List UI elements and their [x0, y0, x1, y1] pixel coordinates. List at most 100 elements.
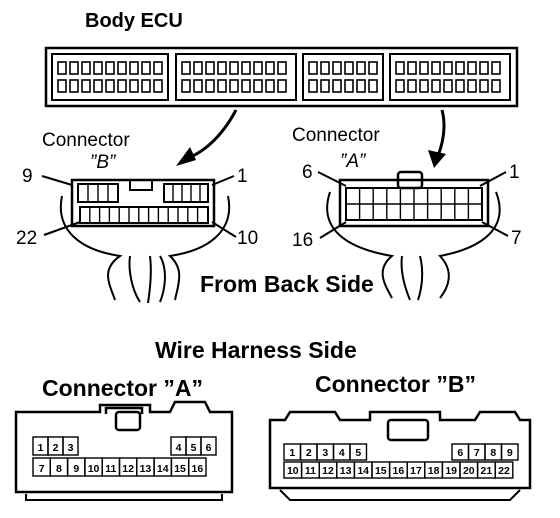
ecu-connector-a: Connector ”A” 6 1 16 7: [292, 125, 522, 301]
ecu-slot: [467, 79, 477, 93]
ecu-slot: [241, 79, 251, 93]
ecu-slot: [455, 61, 465, 75]
ecu-slot: [265, 61, 275, 75]
pin-label-9: 9: [22, 166, 33, 187]
ecu-slot: [193, 79, 203, 93]
connector-a-label: Connector: [292, 125, 380, 146]
ecu-slot: [431, 79, 441, 93]
pin-number: 11: [105, 463, 116, 475]
ecu-slot: [229, 61, 239, 75]
pin-number: 1: [38, 442, 44, 454]
pin-number: 18: [428, 465, 440, 477]
ecu-slot: [407, 79, 417, 93]
pin-cell: [349, 443, 368, 461]
ecu-slot: [217, 61, 227, 75]
pin-number: 21: [481, 465, 493, 477]
ecu-slot: [241, 61, 251, 75]
pin-cell: [500, 443, 519, 461]
pin-cell: [494, 461, 514, 479]
ecu-slot: [455, 79, 465, 93]
ecu-slot: [141, 79, 151, 93]
harness-title: Wire Harness Side: [155, 337, 357, 363]
body-ecu-unit: [44, 46, 519, 108]
pin-number: 2: [306, 447, 312, 459]
pin-number: 8: [490, 447, 496, 459]
pin-number: 17: [410, 465, 422, 477]
ecu-slot: [81, 79, 91, 93]
pin-number: 13: [340, 465, 352, 477]
pin-number: 9: [507, 447, 513, 459]
pin-number: 13: [140, 463, 152, 475]
pin-number: 1: [289, 447, 295, 459]
ecu-slot: [69, 79, 79, 93]
from-back-side-note: From Back Side: [200, 271, 374, 297]
pin-number: 7: [474, 447, 480, 459]
ecu-slot: [491, 79, 501, 93]
pin-label-16: 16: [292, 230, 313, 251]
pin-label-10: 10: [237, 228, 258, 249]
harness-b-label: Connector ”B”: [315, 371, 476, 397]
pin-number: 16: [192, 463, 204, 475]
ecu-slot: [395, 79, 405, 93]
pin-number: 4: [339, 447, 345, 459]
arrow-to-connector-b: [176, 109, 238, 166]
ecu-slot: [57, 79, 67, 93]
ecu-slot: [479, 61, 489, 75]
pin-label-1-a: 1: [509, 162, 520, 183]
ecu-slot: [332, 79, 342, 93]
ecu-slot: [419, 61, 429, 75]
pin-number: 19: [445, 465, 457, 477]
ecu-slot: [153, 61, 163, 75]
ecu-slot: [229, 79, 239, 93]
pin-number: 6: [457, 447, 463, 459]
ecu-slot: [320, 79, 330, 93]
pin-number: 14: [357, 465, 369, 477]
pin-number: 5: [191, 442, 197, 454]
ecu-slot: [443, 79, 453, 93]
pin-label-6: 6: [302, 162, 313, 183]
pin-number: 10: [287, 465, 299, 477]
ecu-slot: [277, 79, 287, 93]
pin-label-1: 1: [237, 166, 248, 187]
ecu-slot: [141, 61, 151, 75]
ecu-slot: [368, 61, 378, 75]
ecu-slot: [395, 61, 405, 75]
ecu-slot: [69, 61, 79, 75]
pin-number: 20: [463, 465, 475, 477]
pin-number: 15: [375, 465, 387, 477]
ecu-slot: [129, 61, 139, 75]
ecu-slot: [419, 79, 429, 93]
pin-number: 9: [73, 463, 79, 475]
pin-number: 6: [206, 442, 212, 454]
pin-number: 14: [157, 463, 169, 475]
ecu-slot: [117, 79, 127, 93]
ecu-slot: [368, 79, 378, 93]
ecu-slot: [479, 79, 489, 93]
ecu-slot: [320, 61, 330, 75]
pin-number: 8: [56, 463, 62, 475]
pin-number: 10: [88, 463, 100, 475]
ecu-slot: [265, 79, 275, 93]
pin-label-22: 22: [16, 228, 37, 249]
ecu-slot: [205, 61, 215, 75]
pin-number: 12: [322, 465, 334, 477]
ecu-slot: [308, 79, 318, 93]
ecu-slot: [431, 61, 441, 75]
pin-number: 15: [174, 463, 186, 475]
ecu-slot: [117, 61, 127, 75]
pin-number: 7: [39, 463, 45, 475]
ecu-slot: [153, 79, 163, 93]
harness-a-label: Connector ”A”: [42, 375, 203, 401]
ecu-slot: [81, 61, 91, 75]
ecu-slot: [105, 61, 115, 75]
ecu-slot: [308, 61, 318, 75]
ecu-slot: [205, 79, 215, 93]
ecu-slot: [217, 79, 227, 93]
pin-number: 22: [498, 465, 510, 477]
pin-cell: [200, 436, 217, 456]
pin-cell: [187, 457, 207, 477]
pin-number: 5: [355, 447, 361, 459]
ecu-slot: [356, 79, 366, 93]
